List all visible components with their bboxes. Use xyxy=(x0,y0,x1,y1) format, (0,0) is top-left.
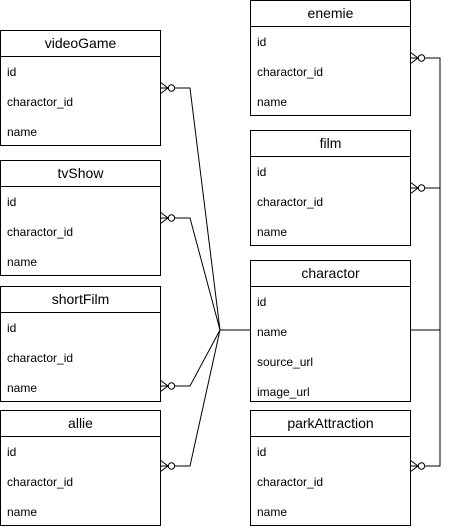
field-charactor-id: charactor_id xyxy=(7,475,74,489)
entity-title: shortFilm xyxy=(1,287,160,313)
crowfoot-allie xyxy=(159,459,176,473)
entity-parkAttraction[interactable]: parkAttraction id charactor_id name xyxy=(250,410,411,526)
field-name: name xyxy=(7,255,38,269)
field-id: id xyxy=(257,295,267,309)
entity-film[interactable]: film id charactor_id name xyxy=(250,130,411,246)
field-name: name xyxy=(257,325,288,339)
entity-allie[interactable]: allie id charactor_id name xyxy=(0,410,161,526)
connector-shortFilm xyxy=(175,329,221,387)
entity-title: film xyxy=(251,131,410,157)
field-id: id xyxy=(7,195,17,209)
crowfoot-enemie xyxy=(409,51,426,65)
connector-tvShow xyxy=(175,217,221,331)
entity-title: tvShow xyxy=(1,161,160,187)
entity-title: enemie xyxy=(251,1,410,27)
entity-videoGame[interactable]: videoGame id charactor_id name xyxy=(0,30,161,146)
field-charactor-id: charactor_id xyxy=(257,475,324,489)
field-id: id xyxy=(257,35,267,49)
connector-allie xyxy=(175,329,221,467)
entity-shortFilm[interactable]: shortFilm id charactor_id name xyxy=(0,286,161,402)
field-id: id xyxy=(257,165,267,179)
field-charactor-id: charactor_id xyxy=(257,65,324,79)
entity-title: videoGame xyxy=(1,31,160,57)
field-source-url: source_url xyxy=(257,355,314,369)
entity-title: allie xyxy=(1,411,160,437)
field-charactor-id: charactor_id xyxy=(7,95,74,109)
crowfoot-film xyxy=(409,181,426,195)
field-charactor-id: charactor_id xyxy=(7,351,74,365)
crowfoot-tvShow xyxy=(159,211,176,225)
field-name: name xyxy=(257,505,288,519)
field-charactor-id: charactor_id xyxy=(7,225,74,239)
field-name: name xyxy=(257,225,288,239)
field-name: name xyxy=(257,95,288,109)
field-id: id xyxy=(7,65,17,79)
entity-tvShow[interactable]: tvShow id charactor_id name xyxy=(0,160,161,276)
field-image-url: image_url xyxy=(257,385,310,399)
connector-parkAttraction xyxy=(425,330,441,467)
crowfoot-shortFilm xyxy=(159,379,176,393)
entity-enemie[interactable]: enemie id charactor_id name xyxy=(250,0,411,116)
field-id: id xyxy=(7,445,17,459)
field-name: name xyxy=(7,505,38,519)
field-name: name xyxy=(7,381,38,395)
crowfoot-parkAttraction xyxy=(409,459,426,473)
crowfoot-videoGame xyxy=(159,81,176,95)
entity-title: parkAttraction xyxy=(251,411,410,437)
field-id: id xyxy=(257,445,267,459)
field-charactor-id: charactor_id xyxy=(257,195,324,209)
connector-enemie xyxy=(410,57,441,331)
connector-videoGame xyxy=(175,87,250,331)
field-name: name xyxy=(7,125,38,139)
field-id: id xyxy=(7,321,17,335)
entity-charactor[interactable]: charactor id name source_url image_url xyxy=(250,260,411,402)
entity-title: charactor xyxy=(251,261,410,287)
